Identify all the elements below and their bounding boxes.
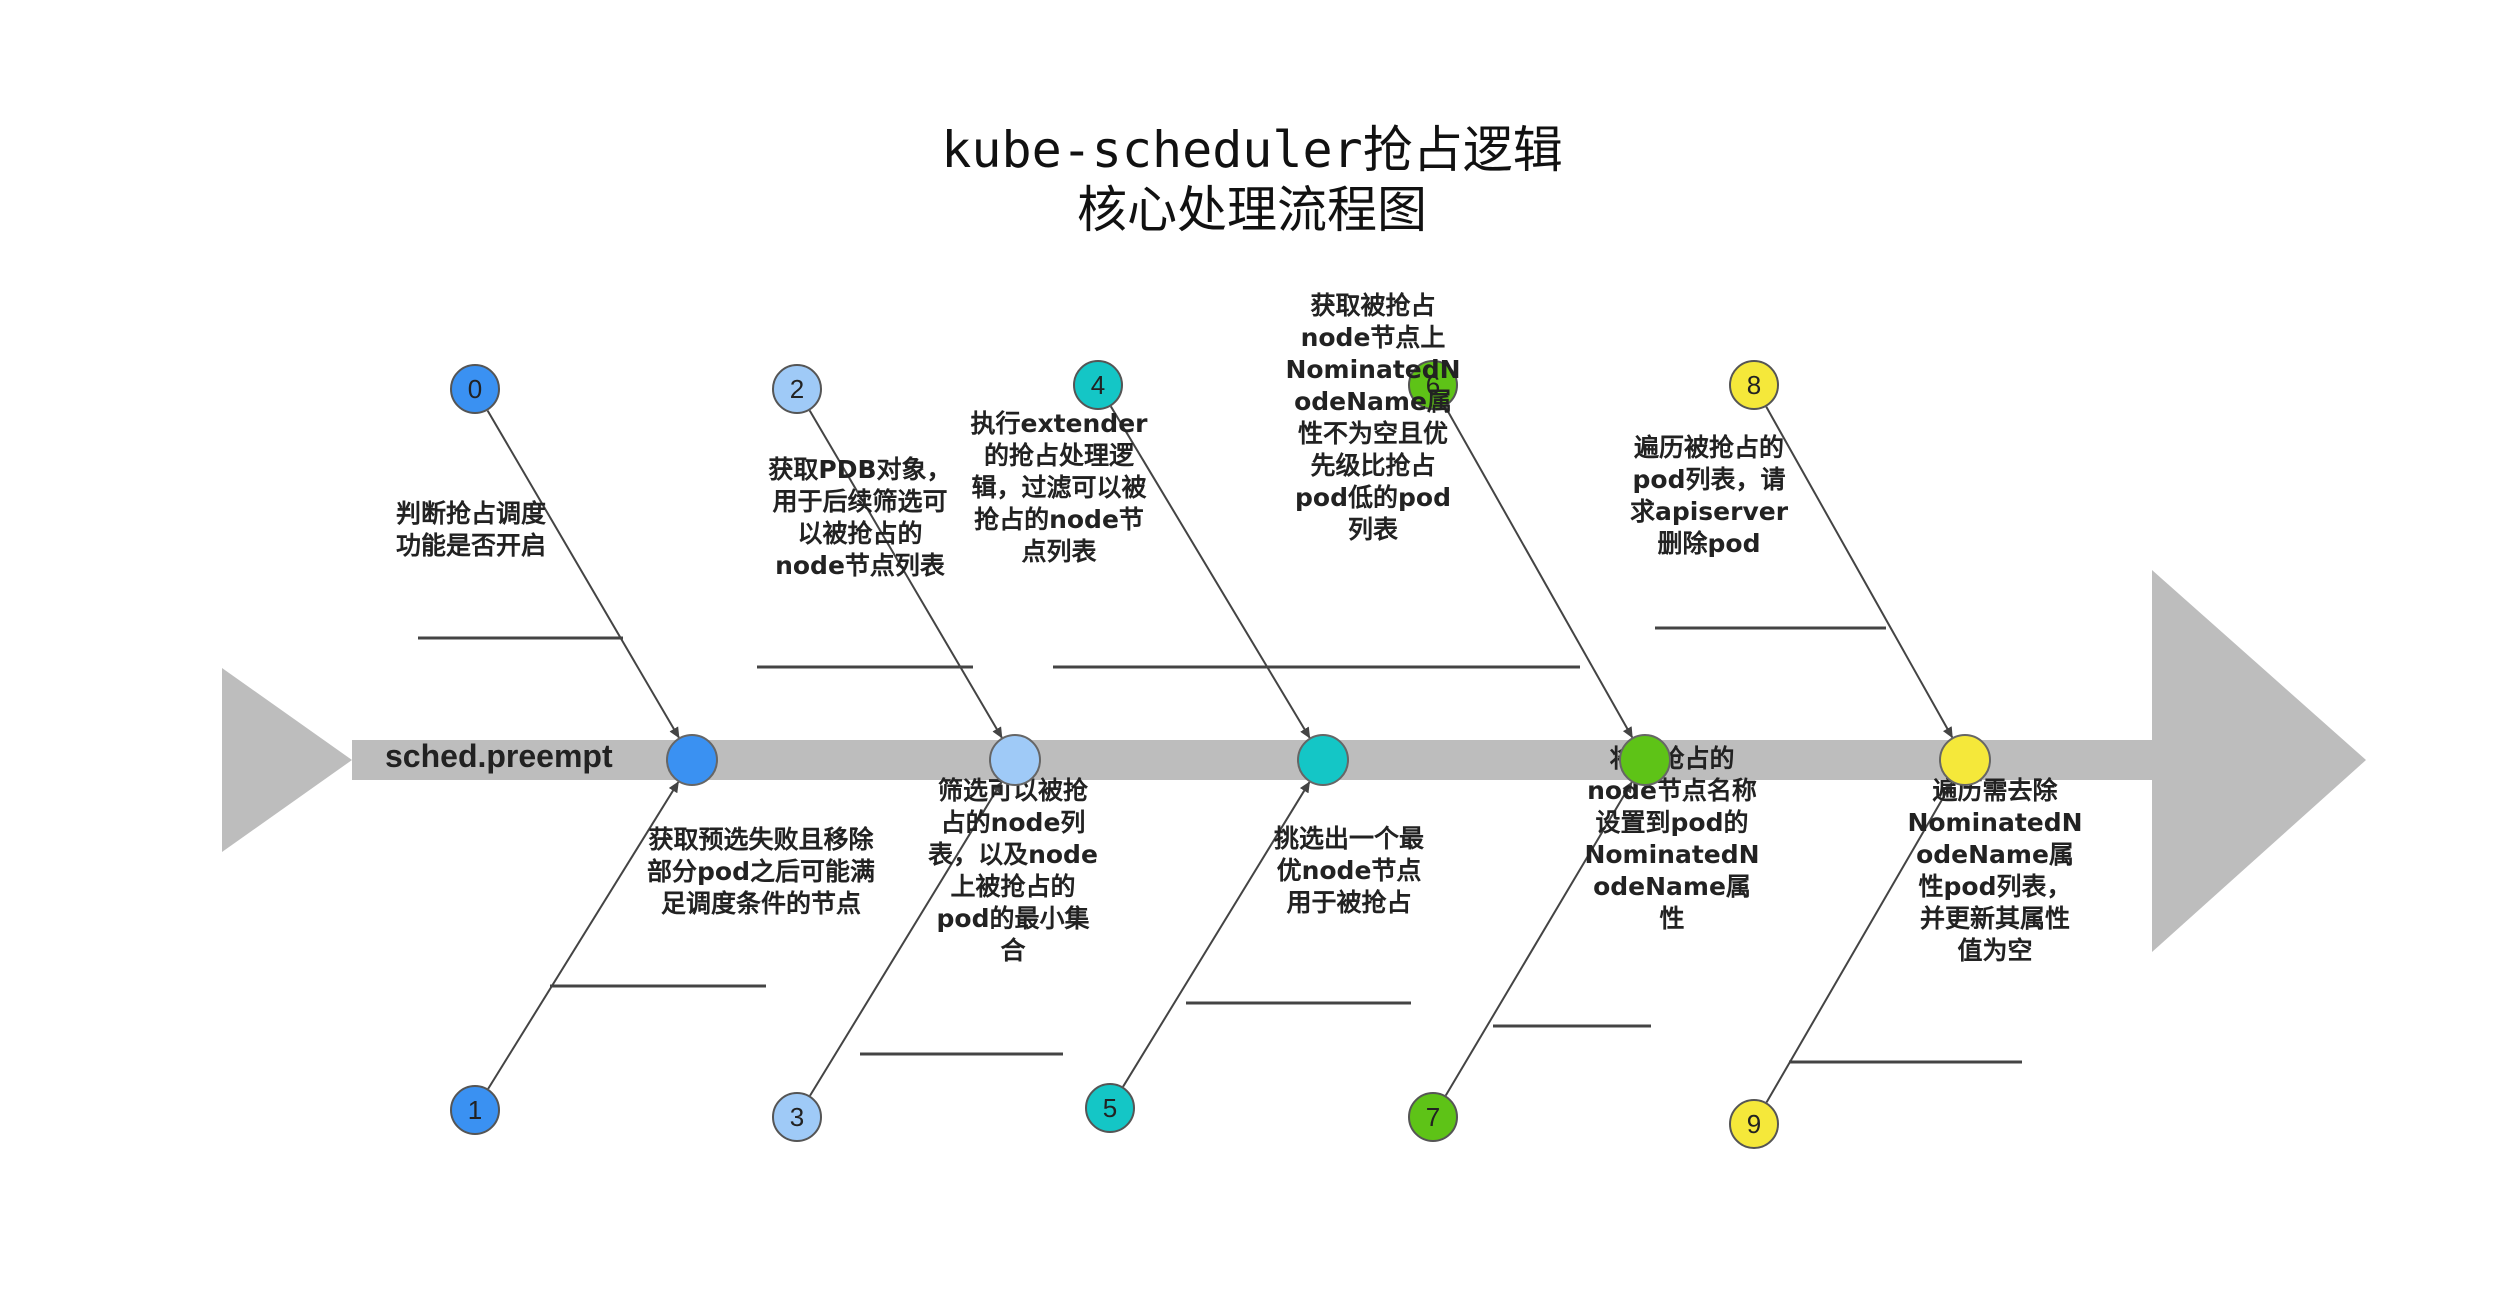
step-label-line: 足调度条件的节点 (660, 889, 861, 918)
step-label-line: 以被抢占的 (797, 519, 923, 548)
step-label-line: 用于后续筛选可 (772, 487, 948, 516)
bone-arrow-2 (808, 410, 1003, 739)
step-label-line: node节点列表 (775, 551, 945, 580)
step-label-6: 获取被抢占 node节点上 NominatedN odeName属性不为空且优先级比抢… (1285, 290, 1460, 546)
spine-joint (989, 734, 1041, 786)
step-label-line: 的抢占处理逻 (983, 441, 1134, 470)
step-label-line: 占的node列 (940, 808, 1086, 837)
step-label-4: 执行extender 的抢占处理逻辑，过滤可以被抢占的node节点列表 (971, 408, 1148, 568)
step-label-line: odeName属 (1294, 387, 1452, 416)
step-label-line: 点列表 (1021, 537, 1097, 566)
step-label-line: 求apiserver (1629, 497, 1789, 526)
diagram-title-line1: kube-scheduler抢占逻辑 (941, 121, 1563, 179)
spine-head (2152, 570, 2366, 952)
step-node-7: 7 (1408, 1092, 1458, 1142)
step-label-line: 删除pod (1657, 529, 1761, 558)
step-label-line: 值为空 (1957, 936, 2033, 965)
bone-arrow-8 (1765, 406, 1954, 739)
bone-arrow-5 (1122, 781, 1311, 1088)
bone-arrow-6 (1444, 406, 1634, 739)
bone-arrow-3 (809, 781, 1003, 1097)
step-label-line: 用于被抢占 (1286, 888, 1412, 917)
step-label-line: 遍历需去除 (1932, 776, 2058, 805)
step-label-line: 抢占的node节 (974, 505, 1144, 534)
bone-arrow-0 (486, 410, 680, 739)
step-label-8: 遍历被抢占的 pod列表，请求apiserver 删除pod (1630, 432, 1788, 560)
step-label-5: 挑选出一个最优node节点用于被抢占 (1274, 823, 1424, 919)
step-label-line: 性不为空且优 (1297, 419, 1448, 448)
step-node-0: 0 (450, 364, 500, 414)
step-label-line: 遍历被抢占的 (1633, 433, 1784, 462)
step-label-line: 优node节点 (1276, 856, 1422, 885)
spine-label: sched.preempt (385, 738, 613, 774)
step-label-line: odeName属 (1916, 840, 2074, 869)
step-node-3: 3 (772, 1092, 822, 1142)
diagram-title-line2: 核心处理流程图 (1077, 181, 1427, 239)
spine-joint (666, 734, 718, 786)
step-label-line: 部分pod之后可能满 (647, 857, 875, 886)
step-node-1: 1 (450, 1085, 500, 1135)
step-label-line: pod低的pod (1295, 483, 1451, 512)
spine-bar (352, 740, 2152, 780)
step-label-line: 将被抢占的 (1609, 744, 1735, 773)
step-label-line: node节点名称 (1587, 776, 1757, 805)
step-label-line: 功能是否开启 (395, 531, 547, 560)
step-node-8: 8 (1729, 360, 1779, 410)
step-label-line: NominatedN (1285, 355, 1461, 384)
step-label-line: 先级比抢占 (1310, 451, 1436, 480)
step-label-line: 合 (1000, 936, 1026, 965)
step-label-line: 列表 (1347, 515, 1398, 544)
step-label-line: 获取PDB对象， (768, 455, 952, 484)
step-label-0: 判断抢占调度功能是否开启 (396, 498, 546, 562)
spine-joint (1297, 734, 1349, 786)
bone-arrow-9 (1765, 781, 1953, 1103)
bone-arrow-7 (1444, 781, 1633, 1097)
step-label-2: 获取PDB对象， 用于后续筛选可以被抢占的 node节点列表 (768, 454, 951, 582)
step-label-1: 获取预选失败且移除部分pod之后可能满足调度条件的节点 (647, 824, 875, 920)
step-label-line: 辑，过滤可以被 (971, 473, 1147, 502)
bone-arrow-4 (1110, 405, 1311, 739)
step-node-4: 4 (1073, 360, 1123, 410)
step-label-line: pod列表，请 (1632, 465, 1786, 494)
step-label-line: NominatedN (1907, 808, 2083, 837)
step-label-line: 上被抢占的 (950, 872, 1076, 901)
step-label-line: 挑选出一个最 (1273, 824, 1425, 853)
step-label-7: 将被抢占的 node节点名称设置到pod的 NominatedN odeName属性 (1584, 743, 1759, 935)
step-label-line: pod的最小集 (936, 904, 1090, 933)
step-node-6: 6 (1408, 360, 1458, 410)
step-label-9: 遍历需去除 NominatedN odeName属性pod列表， 并更新其属性值为空 (1907, 775, 2082, 967)
step-label-line: node节点上 (1300, 323, 1446, 352)
step-label-line: 获取预选失败且移除 (648, 825, 874, 854)
spine-joint (1619, 734, 1671, 786)
step-node-2: 2 (772, 364, 822, 414)
step-label-line: 设置到pod的 (1595, 808, 1749, 837)
step-label-line: NominatedN (1584, 840, 1760, 869)
step-label-line: 获取被抢占 (1310, 291, 1436, 320)
step-label-line: 性pod列表， (1918, 872, 2072, 901)
bone-arrow-1 (487, 781, 680, 1090)
step-node-9: 9 (1729, 1099, 1779, 1149)
spine-joint (1939, 734, 1991, 786)
step-label-line: 执行extender (970, 409, 1148, 438)
spine-tail (222, 668, 352, 852)
step-label-line: odeName属 (1593, 872, 1751, 901)
step-label-line: 性 (1659, 904, 1685, 933)
step-label-line: 表，以及node (928, 840, 1098, 869)
step-node-5: 5 (1085, 1083, 1135, 1133)
step-label-line: 并更新其属性 (1919, 904, 2070, 933)
step-label-line: 判断抢占调度 (395, 499, 547, 528)
